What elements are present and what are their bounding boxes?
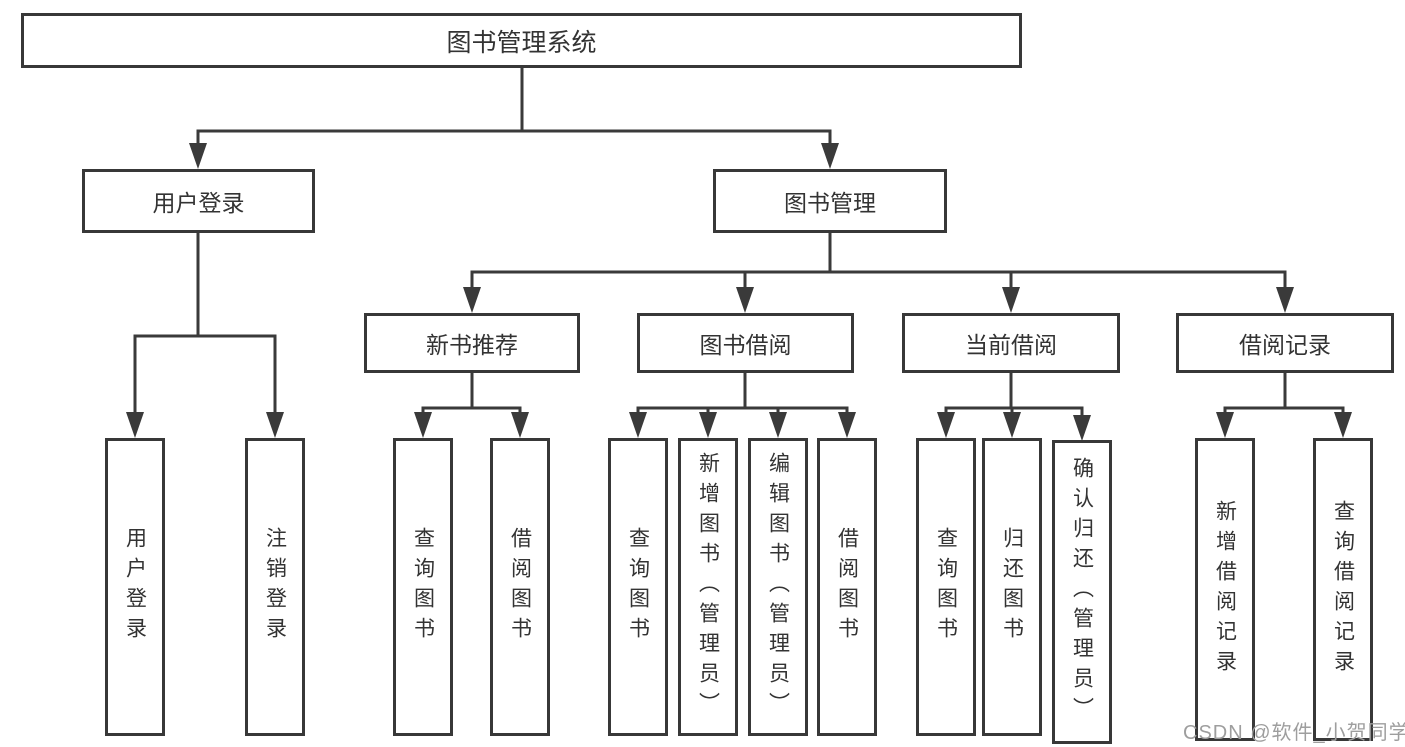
leaf-borrow-books-1: 借阅图书 [490, 438, 550, 736]
node-label: 确认归还（管理员） [1070, 457, 1094, 727]
node-book-management: 图书管理 [713, 169, 947, 233]
node-label: 查询图书 [626, 527, 650, 647]
connector-root-to-level2 [189, 66, 839, 169]
node-label: 归还图书 [1000, 527, 1024, 647]
leaf-logout: 注销登录 [245, 438, 305, 736]
node-current-borrow: 当前借阅 [902, 313, 1120, 373]
node-label: 用户登录 [152, 190, 245, 216]
leaf-query-books-3: 查询图书 [916, 438, 976, 736]
leaf-add-books-admin: 新增图书（管理员） [678, 438, 738, 736]
node-label: 注销登录 [263, 527, 287, 647]
node-label: 新增借阅记录 [1213, 499, 1237, 680]
leaf-query-books-2: 查询图书 [608, 438, 668, 736]
node-label: 借阅记录 [1239, 332, 1331, 358]
watermark-text: CSDN @软件_小贺同学 [1183, 722, 1405, 744]
node-book-borrow: 图书借阅 [637, 313, 854, 373]
node-label: 查询图书 [934, 527, 958, 647]
leaf-return-books: 归还图书 [982, 438, 1042, 736]
node-label: 查询图书 [411, 527, 435, 647]
leaf-confirm-return-admin: 确认归还（管理员） [1052, 440, 1112, 744]
node-label: 查询借阅记录 [1331, 499, 1355, 680]
node-label: 用户登录 [123, 527, 147, 647]
leaf-user-login: 用户登录 [105, 438, 165, 736]
connector-new-book-group [414, 371, 529, 438]
connector-book-management-to-level3 [463, 231, 1294, 313]
node-user-login: 用户登录 [82, 169, 315, 233]
node-label: 图书管理 [784, 190, 876, 216]
node-new-book-recommend: 新书推荐 [364, 313, 580, 373]
node-label: 新书推荐 [426, 332, 518, 358]
node-label: 图书借阅 [699, 332, 792, 358]
leaf-query-borrow-record: 查询借阅记录 [1313, 438, 1373, 741]
connector-borrow-record-group [1216, 371, 1352, 438]
leaf-add-borrow-record: 新增借阅记录 [1195, 438, 1255, 741]
leaf-query-books-1: 查询图书 [393, 438, 453, 736]
node-label: 借阅图书 [508, 527, 532, 647]
node-label: 当前借阅 [965, 332, 1057, 358]
node-label: 图书管理系统 [446, 28, 597, 57]
node-label: 新增图书（管理员） [696, 452, 720, 722]
node-root-system: 图书管理系统 [21, 13, 1022, 68]
leaf-edit-books-admin: 编辑图书（管理员） [748, 438, 808, 736]
node-label: 编辑图书（管理员） [766, 452, 790, 722]
connector-user-login-group [126, 231, 284, 438]
node-borrow-record: 借阅记录 [1176, 313, 1394, 373]
connector-book-borrow-group [629, 371, 856, 438]
connector-current-borrow-group [937, 371, 1091, 441]
node-label: 借阅图书 [835, 527, 859, 647]
leaf-borrow-books-2: 借阅图书 [817, 438, 877, 736]
